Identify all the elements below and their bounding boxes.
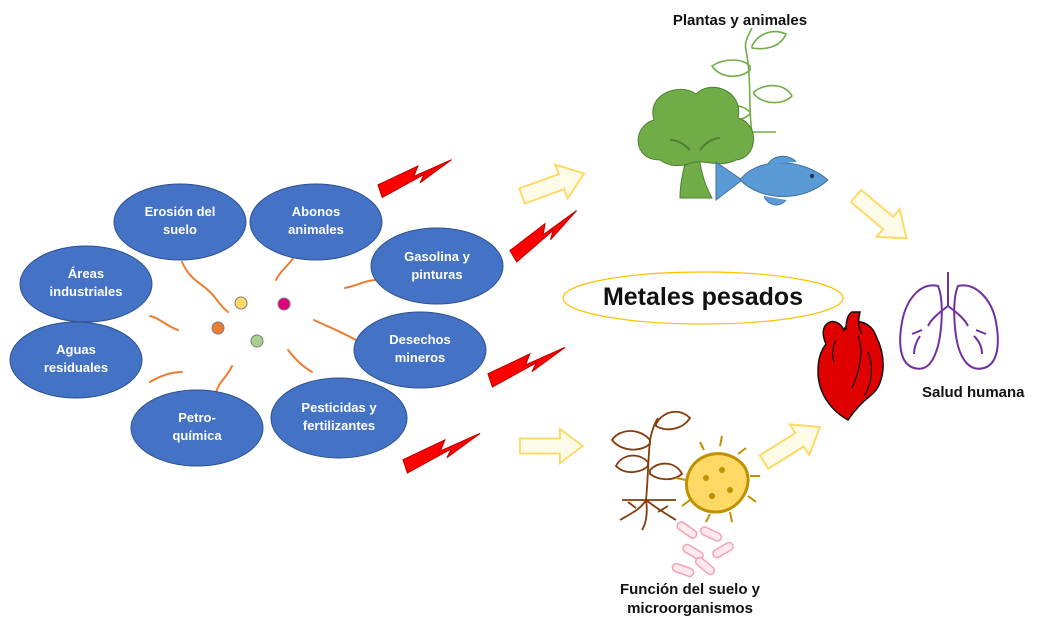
metal-dot-orange [211, 321, 225, 335]
microbe-icon [676, 521, 698, 539]
arrow-icon [514, 155, 592, 214]
connector-line [215, 365, 233, 393]
lightning-icon [487, 346, 566, 388]
connector-lines [149, 251, 377, 393]
connector-line [149, 315, 179, 331]
soil-function-label: Función del suelo y microorganismos [590, 580, 790, 618]
lightning-icon [402, 432, 481, 474]
soil-function-label-line1: Función del suelo y [619, 581, 761, 598]
microbe-icon [699, 526, 723, 542]
microbe-icon [712, 541, 734, 559]
center-label: Metales pesados [602, 283, 804, 311]
soil-function-label-line2: microorganismos [627, 600, 753, 617]
heart-icon [817, 311, 884, 421]
arrow-icon [843, 181, 920, 254]
plants-animals-label: Plantas y animales [672, 12, 808, 29]
arrow-icon [519, 427, 584, 465]
connector-line [344, 279, 377, 289]
human-health-label: Salud humana [922, 384, 1025, 401]
tree-icon [637, 86, 754, 199]
svg-text:Petro-química: Petro-química [172, 410, 222, 443]
source-oval-petro: Petro-química [130, 389, 264, 467]
connector-line [313, 319, 357, 341]
bacteria-icon [675, 435, 760, 523]
arrow-icon [753, 410, 831, 479]
lightning-icon [377, 159, 453, 199]
fish-icon [715, 155, 829, 206]
microbe-icon [671, 562, 695, 578]
microbe-icon [682, 543, 704, 561]
seedling-roots-icon [610, 410, 692, 531]
metal-dot-green [250, 334, 264, 348]
center-oval [562, 271, 844, 325]
connector-line [287, 349, 313, 373]
metal-dots [211, 296, 291, 348]
metal-dot-magenta [277, 297, 291, 311]
metal-dot-yellow [234, 296, 248, 310]
connector-line [149, 371, 183, 383]
connector-line [181, 261, 229, 313]
microbe-icon [694, 556, 716, 576]
lightning-icon [504, 210, 585, 264]
microbe-icons [671, 521, 734, 578]
lungs-icon [899, 272, 999, 370]
